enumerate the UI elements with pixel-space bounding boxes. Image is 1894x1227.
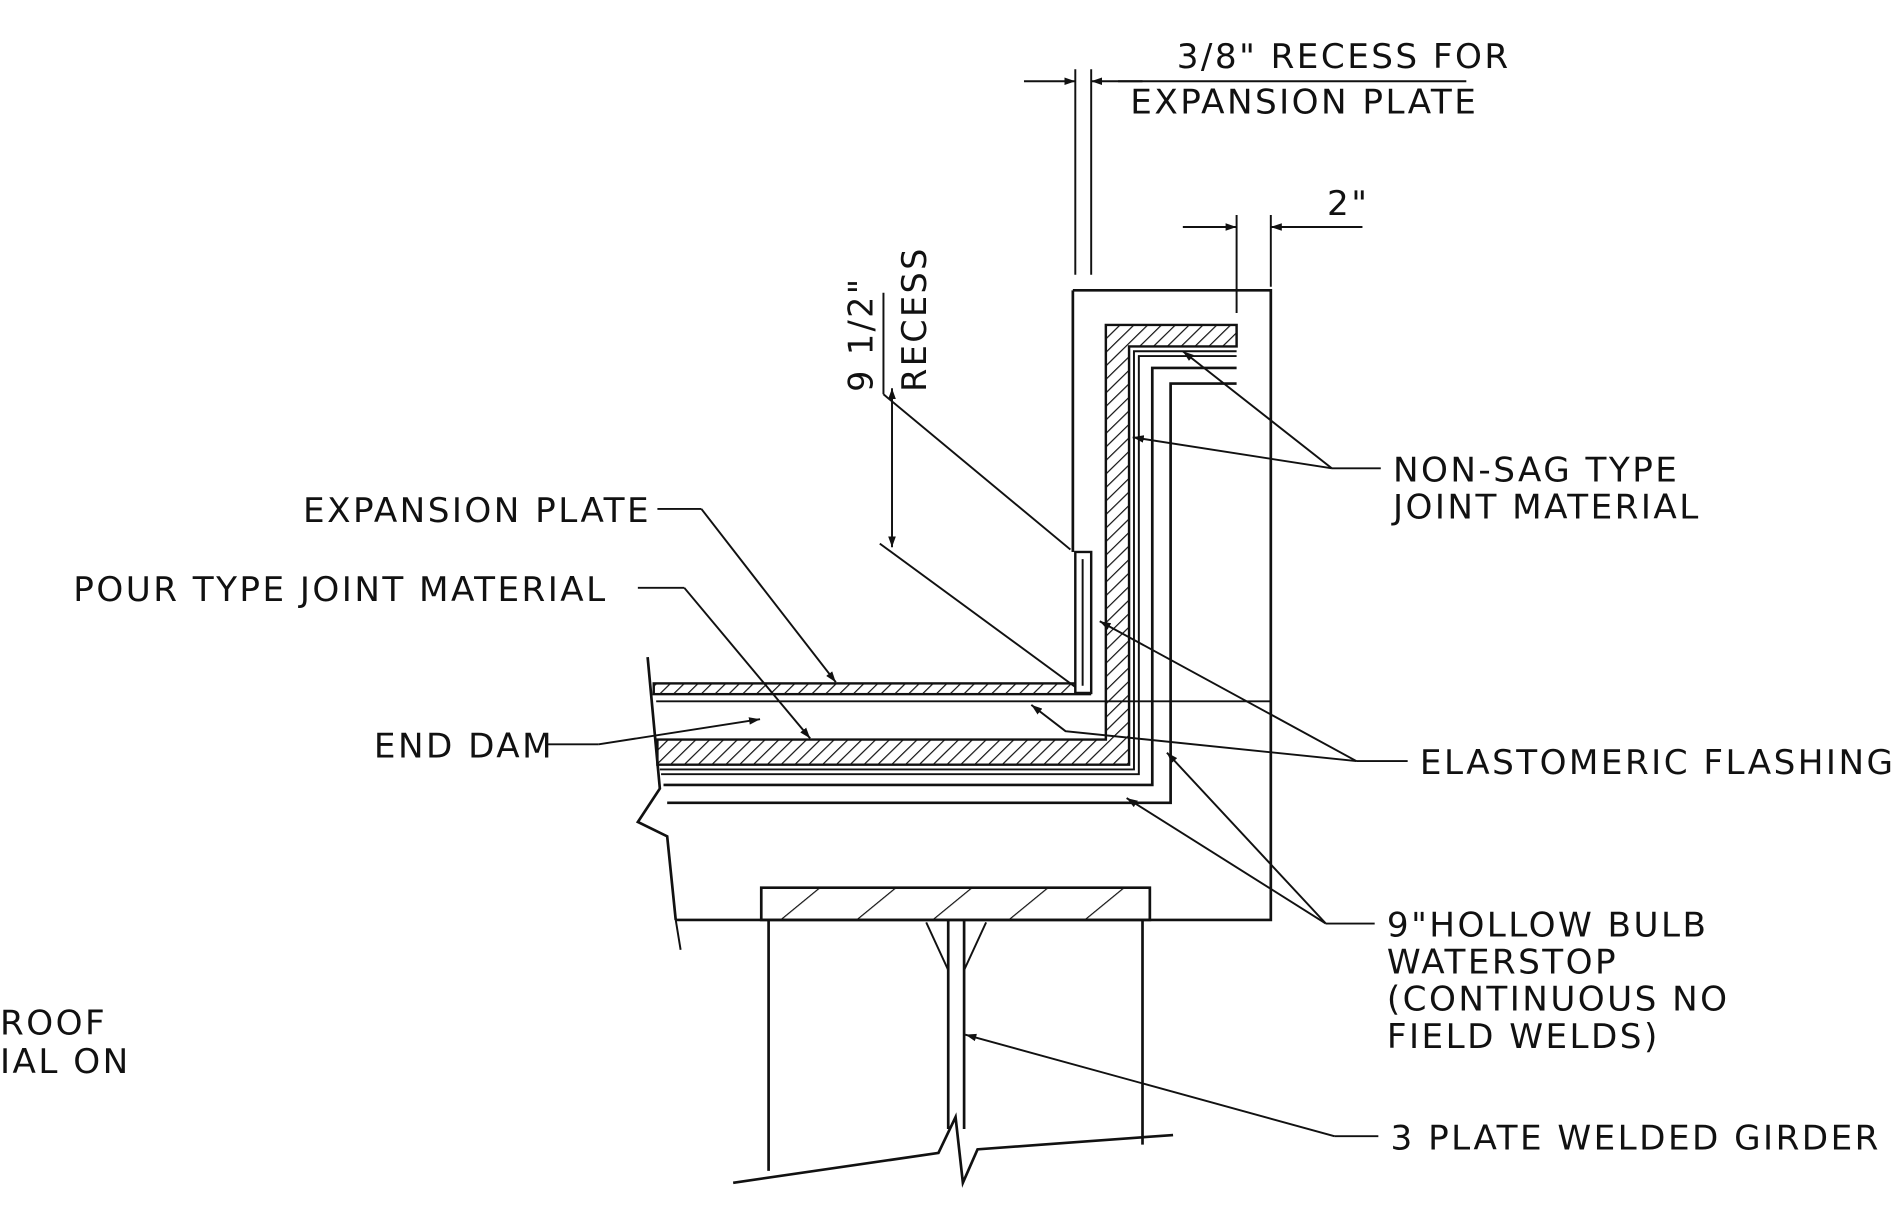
- nine-half-value-label: 9 1/2": [841, 276, 880, 391]
- waterstop-label-line3: (CONTINUOUS NO: [1387, 980, 1730, 1019]
- nine-half-recess-word: RECESS: [895, 246, 934, 392]
- recess-expansion-label-line2: EXPANSION PLATE: [1130, 83, 1478, 122]
- deck-break-line: [635, 656, 682, 950]
- welded-girder: [732, 886, 1174, 1188]
- expansion-plate: [652, 550, 1093, 696]
- pour-type-leader: [637, 586, 811, 739]
- recess-expansion-label-line1: 3/8" RECESS FOR: [1177, 37, 1511, 76]
- girder-label: 3 PLATE WELDED GIRDER: [1391, 1119, 1881, 1158]
- expansion-plate-label: EXPANSION PLATE: [303, 491, 651, 530]
- recess-expansion-dimension: [1023, 69, 1467, 275]
- cut-off-label-line1: ROOF: [0, 1004, 107, 1043]
- cut-off-label-line2: IAL ON: [0, 1042, 131, 1081]
- elastomeric-flashing-leaders: [1030, 620, 1408, 763]
- nine-half-recess-dimension: [879, 292, 1076, 688]
- end-dam-label: END DAM: [374, 727, 554, 766]
- non-sag-leaders: [1132, 350, 1381, 470]
- expansion-plate-leader: [657, 508, 837, 683]
- girder-leader: [965, 1033, 1379, 1138]
- non-sag-label-line2: JOINT MATERIAL: [1391, 488, 1701, 527]
- waterstop-label-line4: FIELD WELDS): [1387, 1017, 1660, 1056]
- pour-type-joint-material-band: [656, 323, 1238, 766]
- waterstop-label-line2: WATERSTOP: [1387, 943, 1618, 982]
- waterstop-and-flashing-lines: [659, 350, 1237, 805]
- waterstop-label-line1: 9"HOLLOW BULB: [1387, 906, 1708, 945]
- non-sag-label-line1: NON-SAG TYPE: [1393, 451, 1679, 490]
- waterstop-leaders: [1126, 752, 1375, 925]
- pour-type-label: POUR TYPE JOINT MATERIAL: [73, 570, 607, 609]
- two-inch-label: 2": [1327, 184, 1369, 223]
- two-inch-dimension: [1182, 215, 1363, 314]
- elastomeric-flashing-label: ELASTOMERIC FLASHING: [1420, 744, 1894, 783]
- end-dam-leader: [547, 717, 761, 746]
